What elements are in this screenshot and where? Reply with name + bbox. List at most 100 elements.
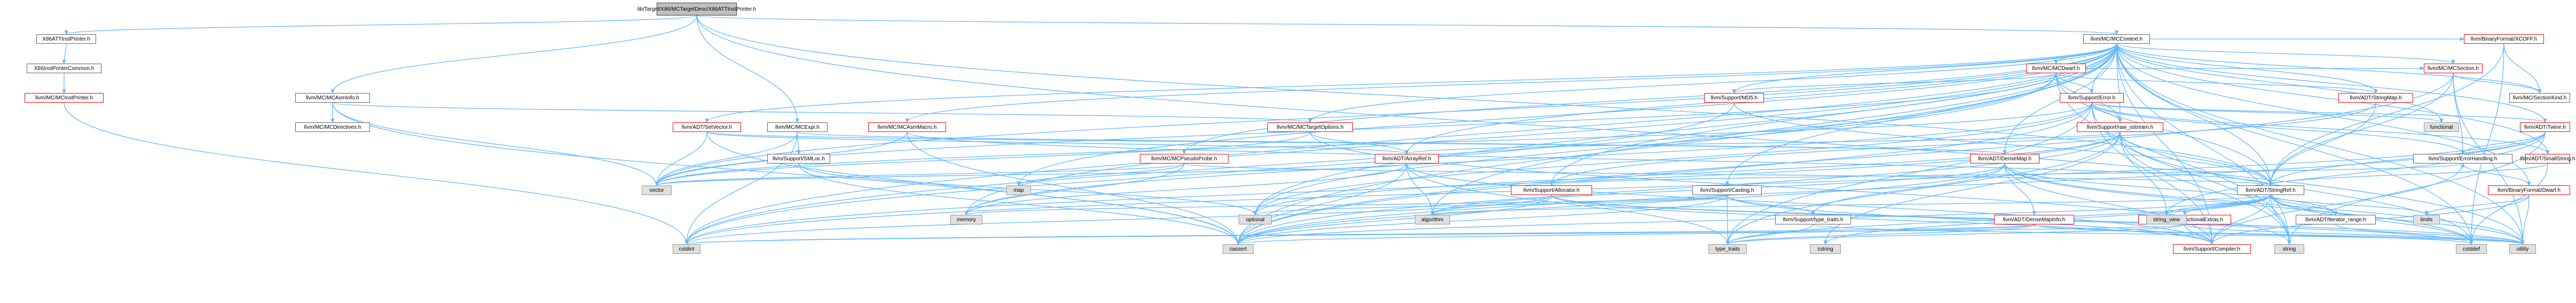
graph-node-allocator[interactable]: llvm/Support/Allocator.h: [1511, 185, 1592, 195]
edge-densemap-to-iteratorrange: [2004, 163, 2336, 215]
node-label: llvm/MC/MCPseudoProbe.h: [1151, 156, 1217, 162]
graph-node-smloc[interactable]: llvm/Support/SMLoc.h: [767, 154, 830, 164]
edge-mcdwarf-to-stringmap: [2055, 73, 2376, 93]
graph-node-iteratorrange[interactable]: llvm/ADT/iterator_range.h: [2296, 215, 2376, 224]
node-label: llvm/Support/type_traits.h: [1783, 216, 1844, 223]
edge-layer: [64, 15, 2548, 244]
edge-mccontext-to-utility: [2116, 43, 2523, 244]
node-label: llvm/MC/MCTargetOptions.h: [1277, 124, 1344, 130]
edge-densemap-to-densemapinfo: [2004, 163, 2034, 215]
graph-node-mcsection[interactable]: llvm/MC/MCSection.h: [2424, 64, 2483, 73]
graph-node-bfdwarf[interactable]: llvm/BinaryFormat/Dwarf.h: [2488, 185, 2570, 195]
graph-node-stringref[interactable]: llvm/ADT/StringRef.h: [2237, 185, 2304, 195]
edge-mcdwarf-to-vector: [657, 73, 2057, 185]
graph-node-cstddef: cstddef: [2456, 244, 2487, 254]
graph-node-mcdwarf[interactable]: llvm/MC/MCDwarf.h: [2026, 64, 2086, 73]
node-label: llvm/ADT/Twine.h: [2524, 124, 2566, 130]
edge-mccontext-to-optional: [1255, 43, 2117, 215]
edge-supporterror-to-cassert: [1238, 102, 2092, 244]
node-label: llvm/BinaryFormat/Dwarf.h: [2498, 187, 2561, 193]
edge-root-to-mccontext: [696, 15, 2117, 34]
node-label: llvm/MC/MCAsmMacro.h: [877, 124, 937, 130]
node-label: llvm/ADT/StringRef.h: [2246, 187, 2296, 193]
node-label: llvm/Support/ErrorHandling.h: [2428, 156, 2498, 162]
graph-node-cstdint: cstdint: [673, 244, 700, 254]
graph-node-densemapinfo[interactable]: llvm/ADT/DenseMapInfo.h: [1994, 215, 2074, 224]
graph-node-rawostream[interactable]: llvm/Support/raw_ostream.h: [2077, 122, 2163, 132]
graph-node-arrayref[interactable]: llvm/ADT/ArrayRef.h: [1375, 154, 1439, 164]
graph-node-x86instprintercommon[interactable]: X86InstPrinterCommon.h: [27, 64, 101, 73]
edge-densemapinfo-to-cstddef: [2034, 224, 2471, 244]
node-label: llvm/ADT/SmallString.h: [2520, 156, 2575, 162]
graph-node-setvector[interactable]: llvm/ADT/SetVector.h: [673, 122, 741, 132]
graph-node-functional: functional: [2424, 122, 2459, 132]
graph-node-mcexpr[interactable]: llvm/MC/MCExpr.h: [767, 122, 828, 132]
graph-node-cassert: cassert: [1223, 244, 1254, 254]
edge-smloc-to-cassert: [798, 163, 1238, 244]
edge-twine-to-stringview: [2167, 131, 2546, 215]
graph-node-mcsectionkind[interactable]: llvm/MC/SectionKind.h: [2509, 93, 2570, 103]
edge-bfdwarf-to-errorhandling: [2463, 164, 2530, 186]
graph-node-densemap[interactable]: llvm/ADT/DenseMap.h: [1970, 154, 2039, 164]
edge-arrayref-to-cassert: [1238, 163, 1407, 244]
graph-node-twine[interactable]: llvm/ADT/Twine.h: [2520, 122, 2570, 132]
edge-bfdwarf-to-limits: [2427, 195, 2530, 215]
graph-node-string: string: [2274, 244, 2304, 254]
graph-node-smallstring[interactable]: llvm/ADT/SmallString.h: [2520, 154, 2575, 164]
edge-mccontext-to-cstddef: [2116, 43, 2472, 244]
edge-densemapinfo-to-cstdint: [687, 224, 2035, 244]
node-label: lib/Target/X86/MCTargetDesc/X86ATTInstPr…: [637, 6, 757, 12]
edge-casting-to-typetraits: [1727, 195, 1728, 244]
edge-stringref-to-compiler: [2212, 195, 2271, 244]
node-label: llvm/ADT/DenseMapInfo.h: [2003, 216, 2066, 223]
graph-node-errorhandling[interactable]: llvm/Support/ErrorHandling.h: [2413, 154, 2512, 164]
graph-node-stringmap[interactable]: llvm/ADT/StringMap.h: [2338, 93, 2413, 103]
graph-node-mcinstprinter[interactable]: llvm/MC/MCInstPrinter.h: [25, 93, 104, 103]
graph-node-cstring: cstring: [1810, 244, 1841, 254]
edge-mccontext-to-mcsectionkind: [2116, 43, 2540, 93]
node-label: functional: [2430, 124, 2453, 130]
node-label: map: [1013, 187, 1024, 193]
node-label: cstring: [1817, 246, 1833, 252]
edge-arrayref-to-algorithm: [1406, 163, 1432, 215]
edge-mctargetoptions-to-arrayref: [1310, 131, 1407, 154]
edge-rawostream-to-arrayref: [1407, 131, 2121, 154]
graph-node-supporterror[interactable]: llvm/Support/Error.h: [2060, 93, 2124, 103]
edge-rawostream-to-stringview: [2120, 131, 2167, 215]
graph-node-mcdirectives[interactable]: llvm/MC/MCDirectives.h: [295, 122, 370, 132]
graph-node-typetraitsh[interactable]: llvm/Support/type_traits.h: [1775, 215, 1851, 224]
graph-node-mctargetoptions[interactable]: llvm/MC/MCTargetOptions.h: [1267, 122, 1353, 132]
edge-smallstring-to-stringref: [2271, 163, 2548, 185]
node-label: llvm/ADT/StringMap.h: [2350, 95, 2402, 101]
graph-node-mccontext[interactable]: llvm/MC/MCContext.h: [2083, 34, 2150, 44]
edge-mccontext-to-cstdint: [687, 43, 2117, 244]
edge-mccontext-to-stringmap: [2116, 43, 2376, 93]
edge-setvector-to-cassert: [706, 131, 1238, 244]
graph-node-xcoff[interactable]: llvm/BinaryFormat/XCOFF.h: [2464, 34, 2544, 44]
node-label: limits: [2420, 216, 2433, 223]
edge-stringref-to-utility: [2270, 195, 2523, 244]
edge-mcinstprinter-to-cstdint: [64, 102, 687, 244]
edge-mccontext-to-algorithm: [1432, 43, 2117, 215]
edge-stringref-to-stringview: [2167, 195, 2271, 215]
edge-setvector-to-vector: [657, 131, 707, 185]
graph-node-root[interactable]: lib/Target/X86/MCTargetDesc/X86ATTInstPr…: [637, 3, 756, 15]
graph-node-mcpseudoprobe[interactable]: llvm/MC/MCPseudoProbe.h: [1140, 154, 1228, 164]
edge-arrayref-to-compiler: [1406, 163, 2212, 244]
edge-mcdwarf-to-optional: [1255, 73, 2057, 215]
graph-node-compiler[interactable]: llvm/Support/Compiler.h: [2173, 244, 2251, 254]
graph-node-casting[interactable]: llvm/Support/Casting.h: [1692, 185, 1762, 195]
edge-mccontext-to-cassert: [1238, 43, 2117, 244]
edge-stlfunctional-to-typetraits: [1728, 224, 2185, 244]
edge-densemapinfo-to-cassert: [1238, 224, 2035, 244]
node-label: memory: [956, 216, 976, 223]
edge-stringref-to-algorithm: [1432, 195, 2271, 215]
edge-mcpseudoprobe-to-vector: [657, 163, 1185, 185]
graph-node-x86instprinter[interactable]: X86ATTInstPrinter.h: [36, 34, 96, 44]
graph-node-md5[interactable]: llvm/Support/MD5.h: [1704, 93, 1764, 103]
edge-supporterror-to-typetraits: [1728, 102, 2092, 244]
node-label: cstddef: [2462, 246, 2480, 252]
graph-node-mcasmmacro[interactable]: llvm/MC/MCAsmMacro.h: [868, 122, 946, 132]
graph-node-mcasminfo[interactable]: llvm/MC/MCAsmInfo.h: [295, 93, 370, 103]
edge-mcsection-to-errorhandling: [2453, 73, 2463, 154]
